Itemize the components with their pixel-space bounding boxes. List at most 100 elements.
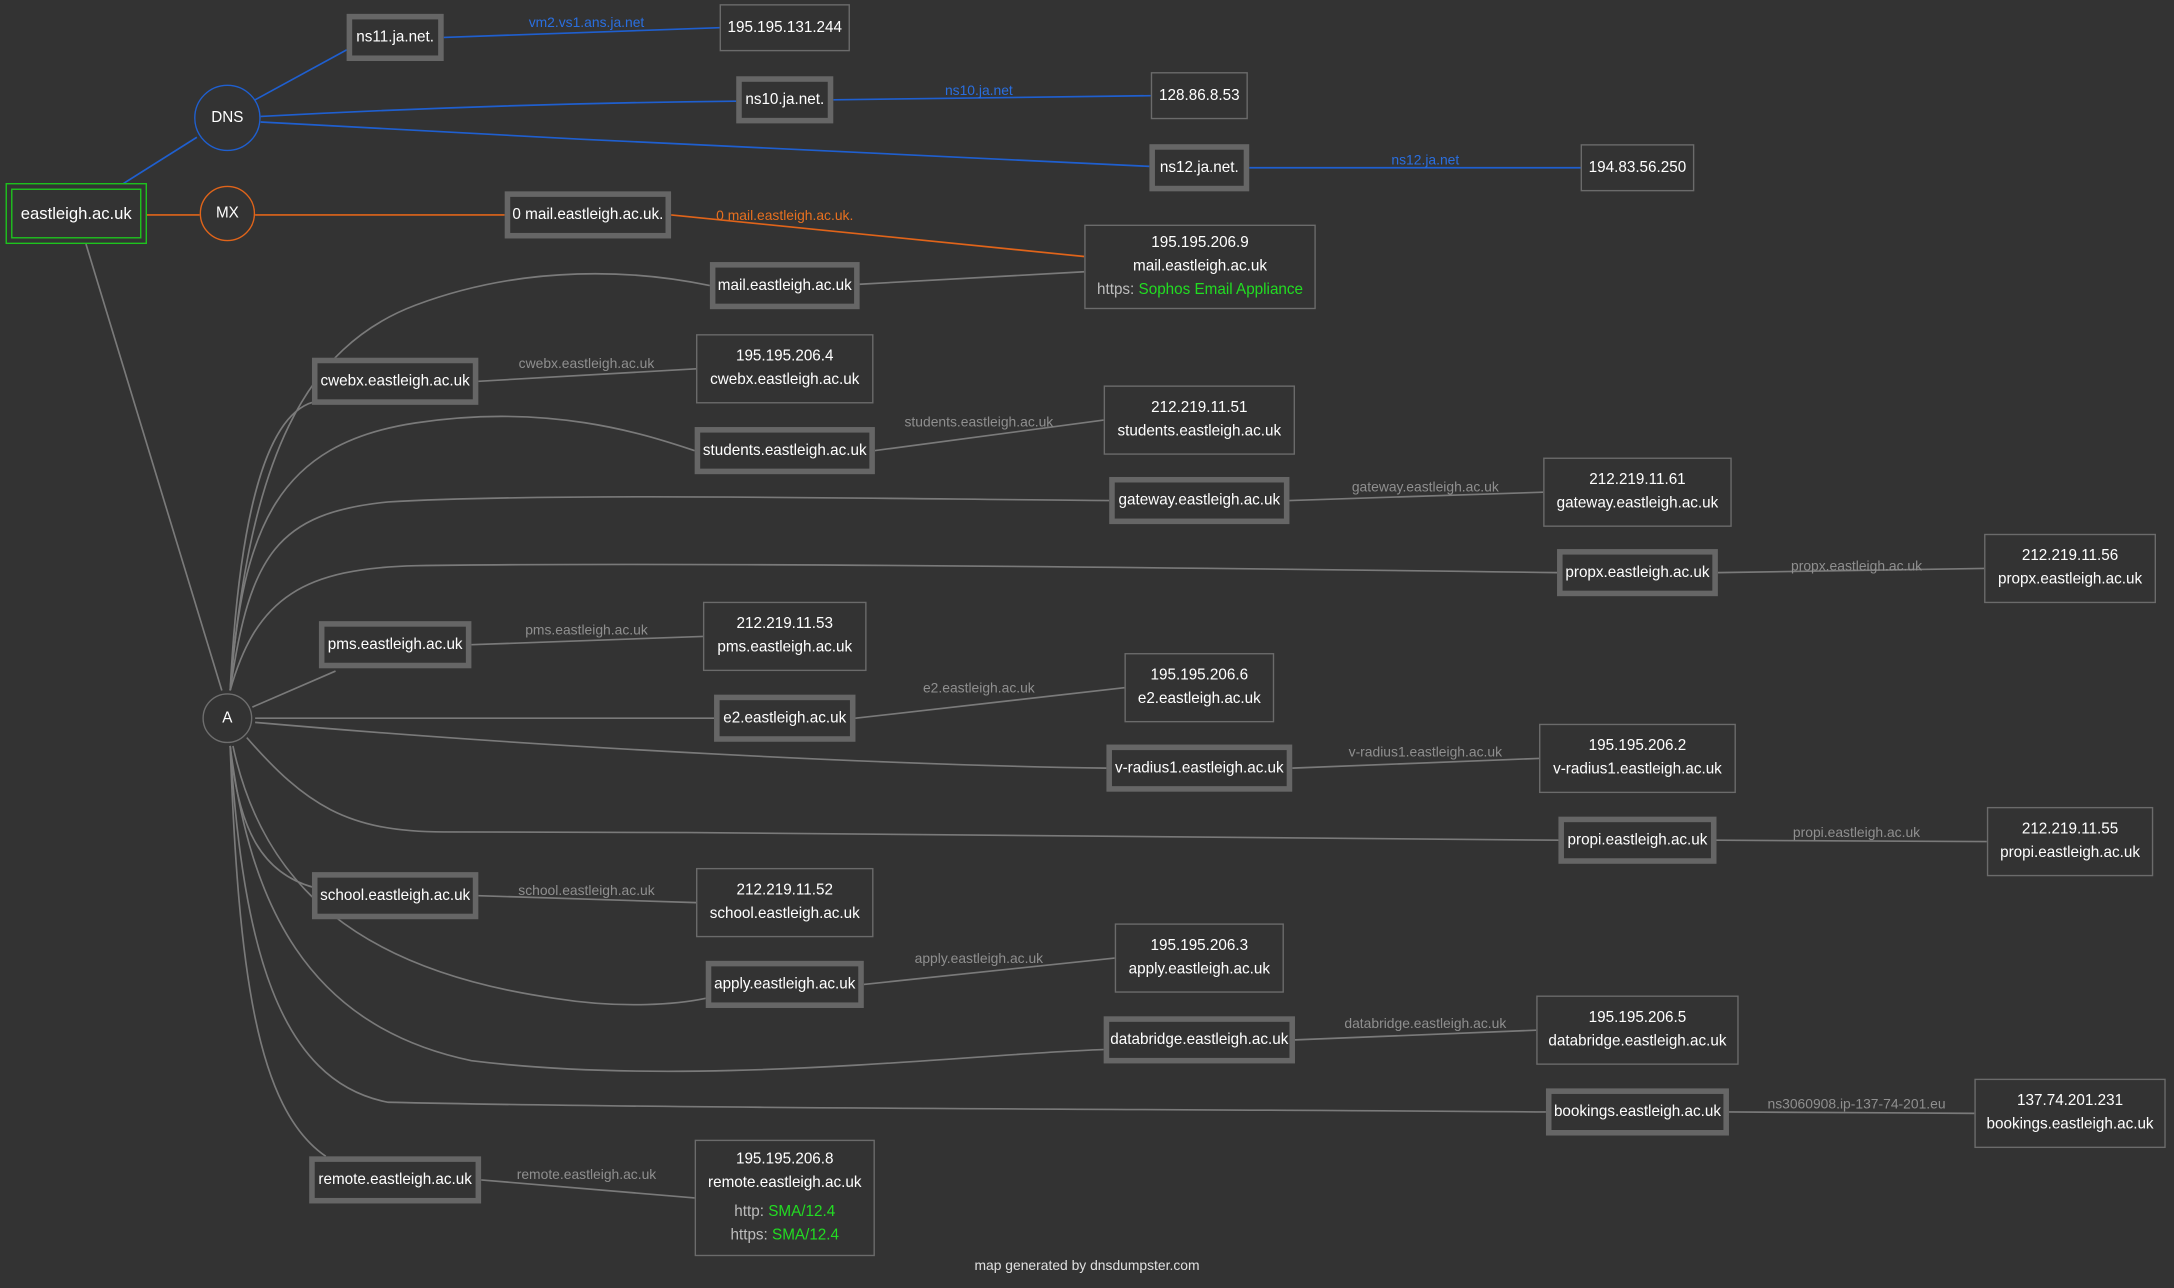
edge-a-ip [478,894,697,904]
reverse-hostname: cwebx.eastleigh.ac.uk [710,371,860,389]
a-host-node[interactable]: databridge.eastleigh.ac.uk [1103,1016,1295,1064]
root-domain-label: eastleigh.ac.uk [11,188,142,239]
a-host-node[interactable]: bookings.eastleigh.ac.uk [1545,1088,1729,1136]
mx-type-node[interactable]: MX [199,185,256,242]
service-banner: https: Sophos Email Appliance [1097,279,1303,303]
a-host-node[interactable]: mail.eastleigh.ac.uk [709,262,860,310]
mx-host-node[interactable]: 0 mail.eastleigh.ac.uk. [504,191,672,239]
a-host-node[interactable]: v-radius1.eastleigh.ac.uk [1106,744,1293,792]
edge-dns-host [260,100,737,118]
edge-a-host [232,745,706,1006]
ip-address: 195.195.206.3 [1150,937,1249,954]
a-ip-node[interactable]: 195.195.206.2 v-radius1.eastleigh.ac.uk [1539,723,1736,794]
reverse-hostname: apply.eastleigh.ac.uk [1128,960,1270,978]
dns-ip-node[interactable]: 194.83.56.250 [1580,144,1695,192]
reverse-hostname: databridge.eastleigh.ac.uk [1548,1032,1727,1050]
host-label: propi.eastleigh.ac.uk [1567,831,1708,849]
edge-a-host [229,745,1546,1113]
host-label: ns11.ja.net. [356,29,435,46]
ip-address: 195.195.206.4 [735,348,834,365]
type-label: MX [215,205,239,222]
edge-a-host [229,745,1104,1073]
edge-a-ip [874,419,1104,452]
a-type-node[interactable]: A [202,693,253,744]
a-host-node[interactable]: pms.eastleigh.ac.uk [318,621,472,669]
edge-a-host [229,563,1558,691]
host-label: gateway.eastleigh.ac.uk [1118,492,1281,509]
a-host-node[interactable]: propx.eastleigh.ac.uk [1557,549,1718,597]
edge-a-ip [481,1179,695,1199]
a-host-node[interactable]: remote.eastleigh.ac.uk [309,1156,482,1204]
dns-host-node[interactable]: ns12.ja.net. [1149,144,1250,192]
host-label: school.eastleigh.ac.uk [320,887,471,904]
edge-a-ip [855,686,1125,720]
ip-address: 137.74.201.231 [2017,1092,2124,1110]
dns-edge-label: ns12.ja.net [1391,153,1460,169]
a-host-node[interactable]: e2.eastleigh.ac.uk [714,694,856,742]
ip-address: 194.83.56.250 [1588,158,1687,176]
edge-dns-host [254,49,348,101]
edge-a-ip [1289,491,1544,502]
ip-address: 212.219.11.51 [1151,399,1248,416]
dns-host-node[interactable]: ns11.ja.net. [346,13,444,62]
edge-dns-ip [443,26,720,39]
a-host-node[interactable]: students.eastleigh.ac.uk [694,427,875,475]
ip-address: 195.195.206.6 [1150,666,1249,684]
root-domain-node[interactable]: eastleigh.ac.uk [5,183,147,245]
host-label: propx.eastleigh.ac.uk [1565,564,1710,581]
host-label: students.eastleigh.ac.uk [702,442,867,459]
dns-ip-node[interactable]: 195.195.131.244 [719,4,850,52]
edge-a-host [229,401,314,691]
edge-a-host [252,670,336,708]
a-ip-node[interactable]: 195.195.206.4 cwebx.eastleigh.ac.uk [696,334,874,404]
service-banner: http: SMA/12.4 [734,1201,835,1225]
a-edge-label: ns3060908.ip-137-74-201.eu [1767,1097,1946,1113]
host-label: databridge.eastleigh.ac.uk [1110,1031,1289,1049]
a-host-node[interactable]: gateway.eastleigh.ac.uk [1109,476,1290,525]
reverse-hostname: students.eastleigh.ac.uk [1117,422,1282,440]
a-edge-label: databridge.eastleigh.ac.uk [1344,1016,1507,1033]
dns-host-node[interactable]: ns10.ja.net. [736,76,834,124]
a-ip-node[interactable]: 195.195.206.8 remote.eastleigh.ac.uk http:… [694,1139,875,1257]
type-label: A [222,709,233,727]
reverse-hostname: gateway.eastleigh.ac.uk [1556,494,1719,512]
type-label: DNS [211,109,244,127]
edge-dns-host [260,121,1150,168]
dns-ip-node[interactable]: 128.86.8.53 [1150,72,1248,120]
host-label: cwebx.eastleigh.ac.uk [320,372,470,390]
host-label: remote.eastleigh.ac.uk [318,1171,472,1189]
edge-a-ip [1728,1111,1975,1115]
ip-address: 195.195.206.8 [735,1150,834,1168]
a-ip-node[interactable]: 195.195.206.3 apply.eastleigh.ac.uk [1114,923,1284,993]
reverse-hostname: v-radius1.eastleigh.ac.uk [1553,761,1722,778]
reverse-hostname: remote.eastleigh.ac.uk [708,1174,862,1192]
a-ip-node[interactable]: 212.219.11.51 students.eastleigh.ac.uk [1103,385,1295,455]
a-edge-label: propi.eastleigh.ac.uk [1792,825,1921,841]
host-label: pms.eastleigh.ac.uk [327,636,463,654]
a-host-node[interactable]: cwebx.eastleigh.ac.uk [311,357,479,405]
a-host-node[interactable]: school.eastleigh.ac.uk [311,872,479,920]
edge-a-ip [859,270,1085,286]
edge-a-ip [471,635,703,646]
host-label: v-radius1.eastleigh.ac.uk [1114,759,1284,777]
a-host-node[interactable]: apply.eastleigh.ac.uk [705,960,864,1008]
edge-root-dns [121,136,198,186]
dns-edge-label: ns10.ja.net [944,83,1013,100]
a-host-node[interactable]: propi.eastleigh.ac.uk [1558,816,1717,864]
reverse-hostname: propx.eastleigh.ac.uk [1997,571,2143,588]
dns-type-node[interactable]: DNS [194,84,261,152]
edge-mx-ip [670,214,1085,258]
footer-credit: map generated by dnsdumpster.com [974,1258,1200,1275]
ip-address: 195.195.206.2 [1588,737,1687,755]
mx-edge-label: 0 mail.eastleigh.ac.uk. [716,208,854,224]
reverse-hostname: mail.eastleigh.ac.uk [1133,257,1267,275]
